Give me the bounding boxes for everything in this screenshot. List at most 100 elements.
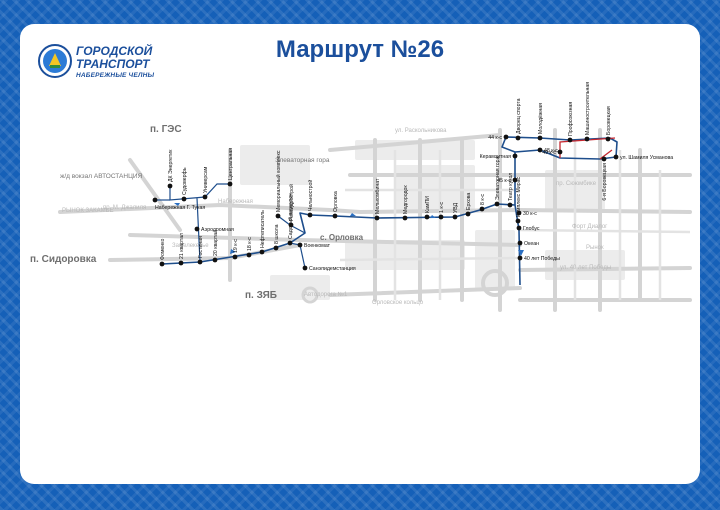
stop-label: ул. Шамиля Усманова xyxy=(620,155,673,161)
stop-marker xyxy=(152,197,158,203)
stop-marker xyxy=(288,222,294,228)
stop-label: 45 к-с xyxy=(497,178,511,184)
stop-label: Фоменко xyxy=(160,239,166,260)
area-label-station: ж/д вокзал АВТОСТАНЦИЯ xyxy=(60,173,143,180)
street-label: ул. Раскольникова xyxy=(395,128,447,134)
street-label: РЫНОК ЗАКАМЬЕ xyxy=(62,208,114,214)
street-label: пр. Сююмбике xyxy=(556,181,597,187)
area-label-elevator: Элеваторная гора xyxy=(275,157,330,164)
stop-marker xyxy=(297,242,303,248)
street-labels: РЫНОК ЗАКАМЬЕ пр. М. Джалиля Набережная … xyxy=(62,128,611,306)
stop-label: 20 квартал xyxy=(213,230,219,256)
stop-label: Орловка xyxy=(333,191,339,212)
area-label-sidorovka: п. Сидоровка xyxy=(30,254,97,265)
stop-marker xyxy=(516,210,522,216)
stop-label: 8 к-с xyxy=(480,194,486,205)
street-label: пр. М. Джалиля xyxy=(103,205,146,211)
street-label: Форт Диалог xyxy=(572,224,608,230)
stop-marker xyxy=(515,135,521,141)
stop-label: Ремгидрострой xyxy=(288,184,295,221)
stop-label: 1 к-с xyxy=(439,202,445,213)
stop-label: 48 к-с xyxy=(544,148,558,154)
stop-marker xyxy=(232,254,238,260)
stop-marker xyxy=(567,137,573,143)
direction-arrow xyxy=(174,203,180,206)
stop-marker xyxy=(452,214,458,220)
stop-marker xyxy=(227,181,233,187)
stop-label: 8 школа xyxy=(274,224,280,244)
stop-label: 30 к-с xyxy=(523,211,537,217)
stop-label: УВД xyxy=(453,202,459,213)
stop-marker xyxy=(512,177,518,183)
direction-arrow xyxy=(430,215,436,218)
stop-marker xyxy=(246,252,252,258)
stop-marker xyxy=(517,255,523,261)
stop-label: Универсам xyxy=(203,166,209,193)
stop-marker xyxy=(503,134,509,140)
stop-marker xyxy=(212,257,218,263)
stop-marker xyxy=(302,265,308,271)
stop-marker xyxy=(537,135,543,141)
stop-marker xyxy=(181,196,187,202)
stop-label: Военкомат xyxy=(304,243,331,249)
stop-marker xyxy=(601,156,607,162)
stop-label: Мемориальный комплекс xyxy=(275,150,282,212)
stop-marker xyxy=(438,214,444,220)
stop-label: Судоверфь xyxy=(182,167,188,195)
stop-marker xyxy=(465,211,471,217)
stop-label: Профсоюзная xyxy=(568,102,574,136)
stop-marker xyxy=(202,194,208,200)
stop-label: Театр кукол xyxy=(508,173,514,201)
stop-marker xyxy=(374,215,380,221)
stop-marker xyxy=(275,213,281,219)
direction-arrow xyxy=(518,250,524,256)
area-label-ges: п. ГЭС xyxy=(150,124,182,135)
stop-label: Ерхова xyxy=(466,193,472,210)
stop-label: Гостиная xyxy=(198,236,204,258)
stop-marker xyxy=(402,215,408,221)
direction-arrows xyxy=(174,137,591,256)
stop-marker xyxy=(557,149,563,155)
logo-line-3: НАБЕРЕЖНЫЕ ЧЕЛНЫ xyxy=(76,72,155,79)
area-label-orlovka: с. Орловка xyxy=(320,233,364,242)
stop-marker xyxy=(515,218,521,224)
stop-label: Машиностроительная xyxy=(585,82,591,135)
street-label: Набережная xyxy=(218,199,253,205)
stop-label: Глобус xyxy=(523,226,540,232)
stop-label: Комплекс Мирас xyxy=(516,176,522,217)
stop-label: Аэродромная xyxy=(201,227,234,233)
stop-label: Молодёжная xyxy=(538,103,544,134)
stop-marker xyxy=(167,183,173,189)
stop-label: ДК Энергетик xyxy=(168,149,174,182)
map-background xyxy=(58,128,692,312)
stop-marker xyxy=(194,226,200,232)
stop-marker xyxy=(605,136,611,142)
stop-label: Чельнострой xyxy=(307,180,314,211)
stop-label: Санэпидемстанция xyxy=(309,266,356,272)
stop-marker xyxy=(537,147,543,153)
direction-arrow xyxy=(230,249,236,254)
stop-label: Дворец спорта xyxy=(516,98,522,134)
street-label: Автодорога №1 xyxy=(304,291,348,298)
stop-marker xyxy=(197,259,203,265)
direction-arrow xyxy=(350,213,356,216)
city-crest-icon xyxy=(38,44,72,78)
stop-label: Центральная xyxy=(228,148,234,180)
stop-label: Набережная Г. Тукая xyxy=(155,205,205,211)
stop-marker xyxy=(178,260,184,266)
stop-label: 18 к-с xyxy=(247,237,253,251)
stop-marker xyxy=(259,249,265,255)
stop-label: 21 квартал xyxy=(179,233,185,259)
stop-label: Мелькомбинат xyxy=(375,178,381,214)
stop-marker xyxy=(273,245,279,251)
stop-label: 6-я Боровецкая xyxy=(602,163,608,201)
stop-label: Нефтеписатель xyxy=(260,210,266,248)
logo: ГОРОДСКОЙ ТРАНСПОРТ НАБЕРЕЖНЫЕ ЧЕЛНЫ xyxy=(38,42,158,86)
stop-marker xyxy=(494,201,500,207)
stop-label: Медгородок xyxy=(403,185,409,214)
stop-marker xyxy=(479,206,485,212)
stop-label: Элеваторная гора xyxy=(495,156,501,200)
area-labels: п. ГЭС п. Сидоровка п. ЗЯБ с. Орловка ж/… xyxy=(30,124,364,301)
